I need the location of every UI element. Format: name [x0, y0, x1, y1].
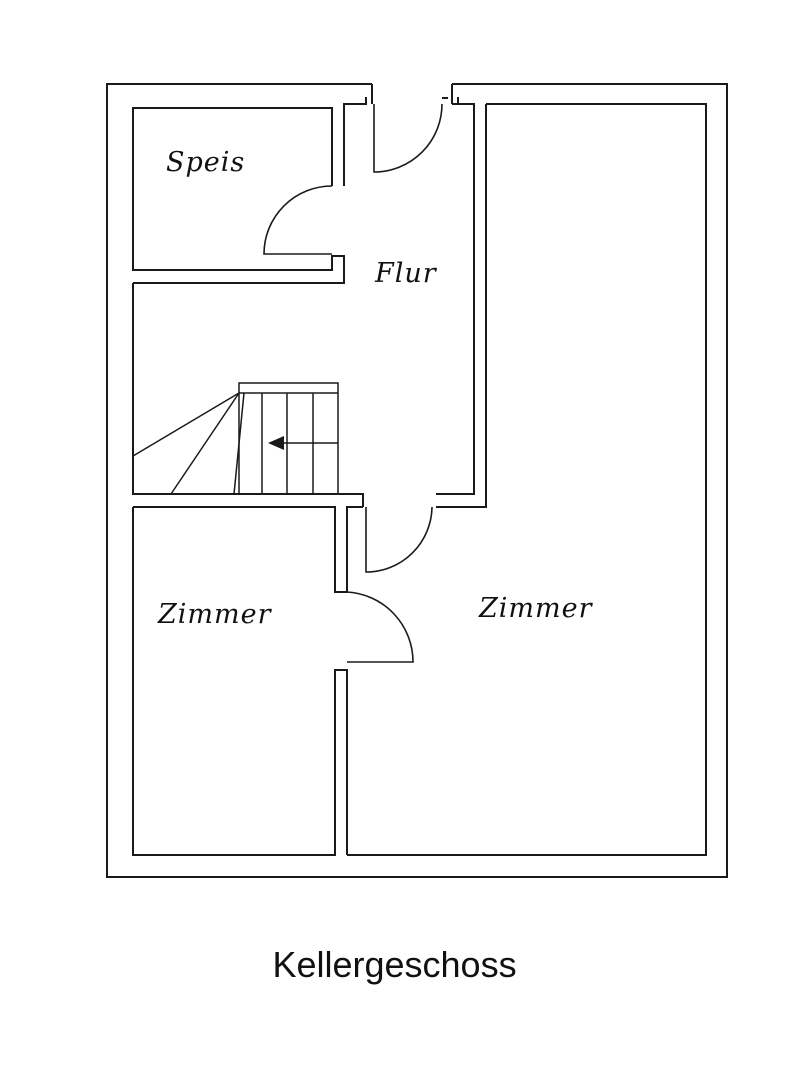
door-speis	[263, 185, 333, 255]
door-flur-lower	[365, 506, 433, 573]
room-label-flur: Flur	[374, 258, 438, 289]
stair-direction-arrow-icon	[268, 436, 338, 450]
zimmer-left-walls	[132, 506, 363, 856]
door-zimmer	[346, 591, 414, 663]
speis-walls	[133, 270, 345, 284]
outer-wall	[106, 83, 728, 878]
door-entrance	[373, 97, 448, 173]
staircase	[132, 382, 339, 495]
room-label-speis: Speis	[166, 147, 245, 178]
room-label-zimmer-right: Zimmer	[478, 593, 594, 624]
floor-title: Kellergeschoss	[272, 944, 517, 985]
flur-walls	[132, 97, 707, 856]
room-label-zimmer-left: Zimmer	[157, 599, 273, 630]
floor-plan: Speis Flur Zimmer Zimmer	[106, 83, 728, 878]
